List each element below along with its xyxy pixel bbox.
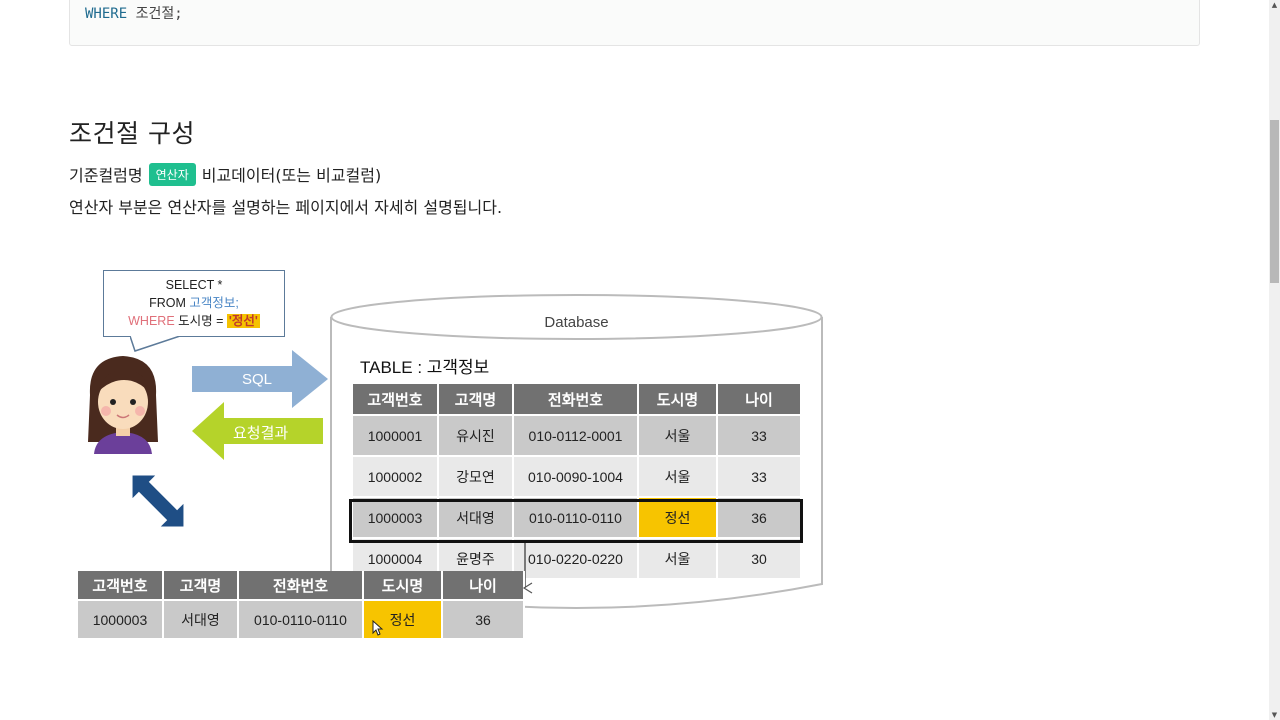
sql-keyword: WHERE (85, 6, 128, 22)
section-title: 조건절 구성 (69, 119, 195, 148)
cell: 서대영 (439, 496, 512, 537)
cell: 유시진 (439, 414, 512, 455)
cell: 30 (718, 537, 800, 578)
scroll-down-icon[interactable]: ▼ (1271, 711, 1278, 719)
cell: 010-0112-0001 (514, 414, 637, 455)
double-arrow-icon (132, 475, 184, 527)
selected-row-outline (349, 499, 803, 543)
sql-clause: 조건절; (135, 6, 183, 22)
cell: 서울 (639, 414, 716, 455)
col-header: 나이 (718, 384, 800, 414)
bubble-line-3: WHERE 도시명 = '정선' (104, 312, 284, 330)
scrollbar-thumb[interactable] (1270, 120, 1279, 283)
cell: 010-0110-0110 (514, 496, 637, 537)
result-arrow-icon (192, 402, 323, 460)
database-container: Database TABLE : 고객정보 (329, 292, 824, 614)
sql-speech-bubble: SELECT * FROM 고객정보; WHERE 도시명 = '정선' (103, 270, 285, 337)
sql-arrow-icon (192, 350, 328, 408)
syntax-compare: 비교데이터(또는 비교컬럼) (201, 166, 382, 185)
cell: 서울 (639, 455, 716, 496)
cell: 33 (718, 414, 800, 455)
bubble-from: FROM (149, 296, 186, 310)
cell: 36 (718, 496, 800, 537)
bubble-line-2: FROM 고객정보; (104, 294, 284, 312)
code-block: WHERE 조건절; (69, 0, 1200, 46)
result-arrow-label: 요청결과 (233, 425, 289, 442)
cell: 1000002 (353, 455, 437, 496)
cell: 36 (443, 599, 523, 638)
bubble-value: '정선' (226, 314, 260, 328)
cell: 010-0110-0110 (239, 599, 362, 638)
col-header: 고객번호 (78, 571, 162, 599)
scroll-up-icon[interactable]: ▲ (1271, 1, 1278, 9)
cell: 1000003 (353, 496, 437, 537)
mouse-cursor-icon (372, 620, 384, 636)
bubble-table: 고객정보; (189, 296, 239, 310)
description: 연산자 부분은 연산자를 설명하는 페이지에서 자세히 설명됩니다. (69, 198, 503, 217)
bubble-tail-icon (130, 336, 181, 352)
cell: 33 (718, 455, 800, 496)
col-header: 전화번호 (514, 384, 637, 414)
operator-badge: 연산자 (148, 162, 196, 186)
bubble-where: WHERE (128, 314, 175, 328)
table-row-selected: 1000003 서대영 010-0110-0110 정선 36 (353, 496, 800, 537)
bubble-column: 도시명 = (178, 314, 224, 328)
database-label: Database (544, 314, 609, 331)
table-title: TABLE : 고객정보 (360, 358, 490, 377)
table-row: 1000001 유시진 010-0112-0001 서울 33 (353, 414, 800, 455)
col-header: 도시명 (639, 384, 716, 414)
col-header: 고객번호 (353, 384, 437, 414)
cell: 서울 (639, 537, 716, 578)
user-avatar-icon (88, 356, 158, 454)
col-header: 도시명 (364, 571, 441, 599)
customer-table: 고객번호 고객명 전화번호 도시명 나이 1000001 유시진 010-011… (351, 384, 802, 578)
arrowhead-icon (522, 582, 533, 594)
table-row: 1000004 윤명주 010-0220-0220 서울 30 (353, 537, 800, 578)
syntax-line: 기준컬럼명 연산자 비교데이터(또는 비교컬럼) (69, 162, 381, 186)
cell: 010-0090-1004 (514, 455, 637, 496)
cell: 1000001 (353, 414, 437, 455)
code-line: WHERE 조건절; (85, 3, 183, 23)
sql-arrow-label: SQL (242, 371, 273, 388)
highlighted-cell: 정선 (639, 496, 716, 537)
cell: 강모연 (439, 455, 512, 496)
cell: 010-0220-0220 (514, 537, 637, 578)
col-header: 고객명 (164, 571, 237, 599)
vertical-scrollbar[interactable]: ▲ ▼ (1269, 0, 1280, 720)
syntax-column: 기준컬럼명 (69, 166, 143, 185)
cell: 1000003 (78, 599, 162, 638)
result-row: 1000003 서대영 010-0110-0110 정선 36 (78, 599, 523, 638)
col-header: 나이 (443, 571, 523, 599)
bubble-line-1: SELECT * (165, 278, 223, 292)
table-row: 1000002 강모연 010-0090-1004 서울 33 (353, 455, 800, 496)
col-header: 전화번호 (239, 571, 362, 599)
where-clause-diagram: SELECT * FROM 고객정보; WHERE 도시명 = '정선' SQL… (70, 262, 840, 662)
col-header: 고객명 (439, 384, 512, 414)
result-table: 고객번호 고객명 전화번호 도시명 나이 1000003 서대영 010-011… (76, 571, 525, 638)
cell: 서대영 (164, 599, 237, 638)
